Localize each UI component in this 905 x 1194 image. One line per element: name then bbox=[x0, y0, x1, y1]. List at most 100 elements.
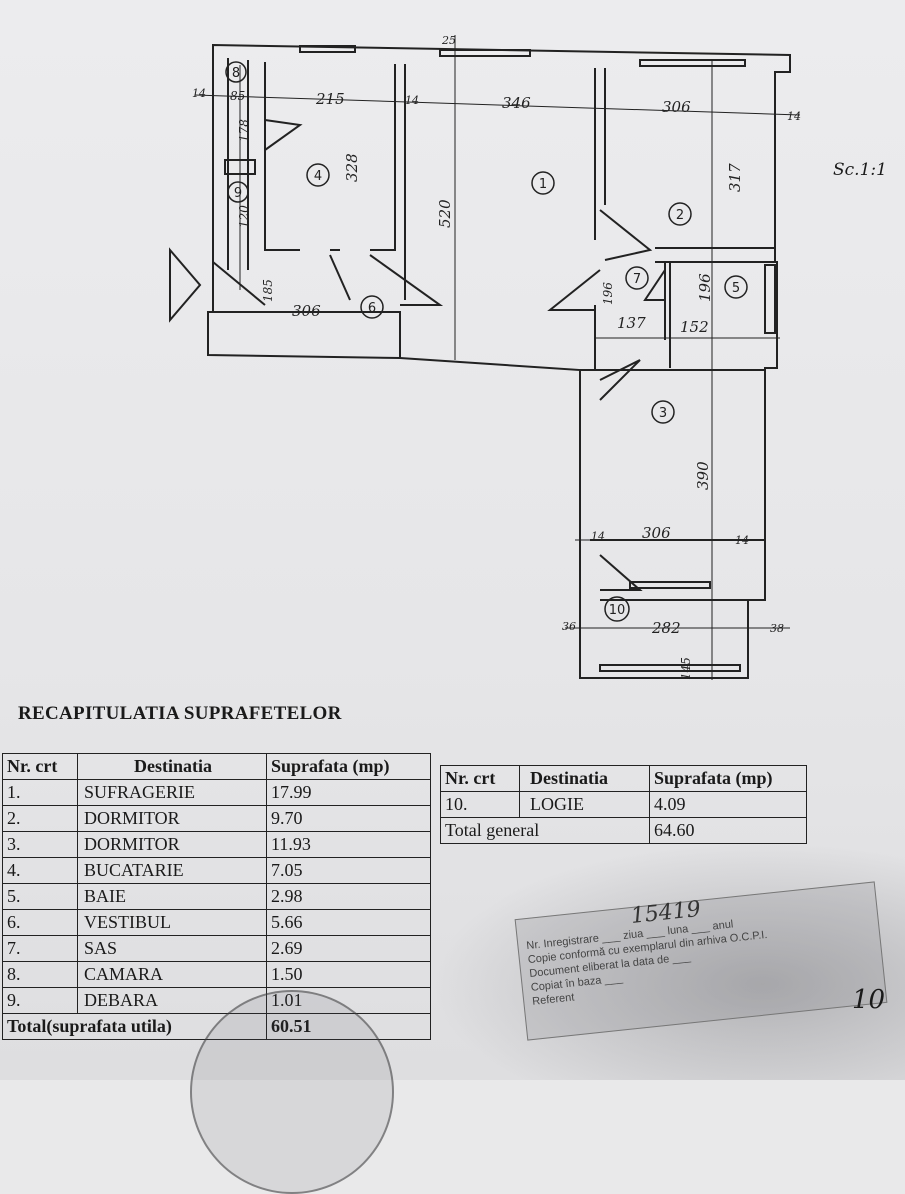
dim-215: 215 bbox=[315, 90, 345, 108]
row-area: 1.50 bbox=[266, 961, 431, 988]
entrance-arrow bbox=[169, 247, 202, 323]
row-area: 7.05 bbox=[266, 857, 431, 884]
row-destination: DORMITOR bbox=[77, 805, 267, 832]
svg-text:9: 9 bbox=[234, 186, 242, 201]
dim-85: 85 bbox=[230, 89, 245, 103]
row-nr: 5. bbox=[2, 883, 78, 910]
dim-152: 152 bbox=[680, 318, 709, 336]
dim-306-hall: 306 bbox=[292, 302, 321, 320]
dim-196-a: 196 bbox=[601, 282, 615, 305]
dim-137: 137 bbox=[617, 314, 646, 332]
window bbox=[299, 45, 356, 53]
table-row: 10. LOGIE 4.09 bbox=[440, 791, 807, 818]
row-nr: 8. bbox=[2, 961, 78, 988]
row-area: 2.98 bbox=[266, 883, 431, 910]
dim-328: 328 bbox=[343, 153, 361, 182]
header-nr: Nr. crt bbox=[440, 765, 520, 792]
room-marker-3: 3 bbox=[651, 400, 675, 424]
mark-14b: 14 bbox=[405, 94, 419, 107]
table-header-row: Nr. crt Destinatia Suprafata (mp) bbox=[2, 753, 431, 780]
row-destination: BUCATARIE bbox=[77, 857, 267, 884]
dim-317: 317 bbox=[726, 163, 744, 192]
dim-120: 120 bbox=[237, 205, 251, 228]
window bbox=[764, 264, 776, 334]
header-destination: Destinatia bbox=[519, 765, 650, 792]
door-swing-bath bbox=[643, 269, 666, 301]
dim-282: 282 bbox=[651, 619, 681, 637]
surface-table: Nr. crt Destinatia Suprafata (mp) 1.SUFR… bbox=[2, 753, 431, 1040]
row-destination: BAIE bbox=[77, 883, 267, 910]
window bbox=[599, 664, 741, 672]
scale-label: Sc.1:1 bbox=[833, 160, 887, 180]
round-seal bbox=[190, 990, 394, 1194]
mark-14e: 14 bbox=[735, 534, 749, 547]
dim-196-b: 196 bbox=[696, 273, 714, 302]
row-nr: 10. bbox=[440, 791, 520, 818]
room-marker-8: 8 bbox=[225, 61, 247, 83]
svg-text:3: 3 bbox=[659, 406, 667, 421]
row-destination: SUFRAGERIE bbox=[77, 779, 267, 806]
row-nr: 2. bbox=[2, 805, 78, 832]
total-general-row: Total general 64.60 bbox=[440, 817, 807, 844]
row-area: 11.93 bbox=[266, 831, 431, 858]
dim-185: 185 bbox=[261, 279, 275, 302]
room-marker-4: 4 bbox=[306, 163, 330, 187]
room-marker-6: 6 bbox=[360, 295, 384, 319]
room-marker-2: 2 bbox=[668, 202, 692, 226]
room-marker-7: 7 bbox=[625, 266, 649, 290]
header-destination: Destinatia bbox=[77, 753, 267, 780]
row-destination: DORMITOR bbox=[77, 831, 267, 858]
door-swing-kitchen bbox=[264, 119, 303, 151]
total-general-value: 64.60 bbox=[649, 817, 807, 844]
header-area: Suprafata (mp) bbox=[266, 753, 431, 780]
svg-text:10: 10 bbox=[609, 603, 626, 618]
door-swing-logia bbox=[599, 554, 643, 591]
row-destination: SAS bbox=[77, 935, 267, 962]
door-entrance bbox=[212, 261, 266, 306]
floor-plan: 215 346 306 306 137 152 306 282 14 14 14… bbox=[169, 34, 801, 680]
dim-145: 145 bbox=[679, 657, 693, 680]
svg-text:4: 4 bbox=[314, 169, 322, 184]
door-swing-bedroom bbox=[599, 359, 641, 401]
page-number: 10 bbox=[852, 985, 886, 1015]
table-header-row: Nr. crt Destinatia Suprafata (mp) bbox=[440, 765, 807, 792]
svg-text:1: 1 bbox=[539, 177, 547, 192]
mark-36: 36 bbox=[562, 620, 576, 633]
svg-text:2: 2 bbox=[676, 208, 684, 223]
door-swing-hall bbox=[329, 254, 444, 306]
window bbox=[439, 49, 531, 57]
svg-text:7: 7 bbox=[633, 272, 641, 287]
window bbox=[639, 59, 746, 67]
row-nr: 9. bbox=[2, 987, 78, 1014]
total-general-label: Total general bbox=[440, 817, 650, 844]
dim-306-bottom: 306 bbox=[642, 524, 671, 542]
dimension-line bbox=[194, 94, 801, 629]
row-nr: 4. bbox=[2, 857, 78, 884]
mark-25: 25 bbox=[441, 34, 456, 47]
logia-table: Nr. crt Destinatia Suprafata (mp) 10. LO… bbox=[440, 765, 807, 844]
dim-178: 178 bbox=[237, 119, 251, 142]
window bbox=[629, 581, 711, 589]
scan-shading bbox=[430, 840, 905, 1080]
row-area: 4.09 bbox=[649, 791, 807, 818]
room-marker-1: 1 bbox=[531, 171, 555, 195]
svg-text:8: 8 bbox=[232, 66, 240, 81]
svg-text:5: 5 bbox=[732, 281, 740, 296]
header-area: Suprafata (mp) bbox=[649, 765, 807, 792]
mark-38: 38 bbox=[770, 622, 784, 635]
row-nr: 6. bbox=[2, 909, 78, 936]
room-marker-9: 9 bbox=[227, 181, 249, 203]
dim-346: 346 bbox=[502, 94, 531, 112]
mark-14a: 14 bbox=[192, 87, 206, 100]
mark-14d: 14 bbox=[591, 530, 605, 543]
room-marker-10: 10 bbox=[604, 596, 630, 622]
stamp-text: Nr. Inregistrare ___ ziua ___ luna ___ a… bbox=[526, 914, 773, 1009]
dimension-line bbox=[239, 35, 713, 680]
